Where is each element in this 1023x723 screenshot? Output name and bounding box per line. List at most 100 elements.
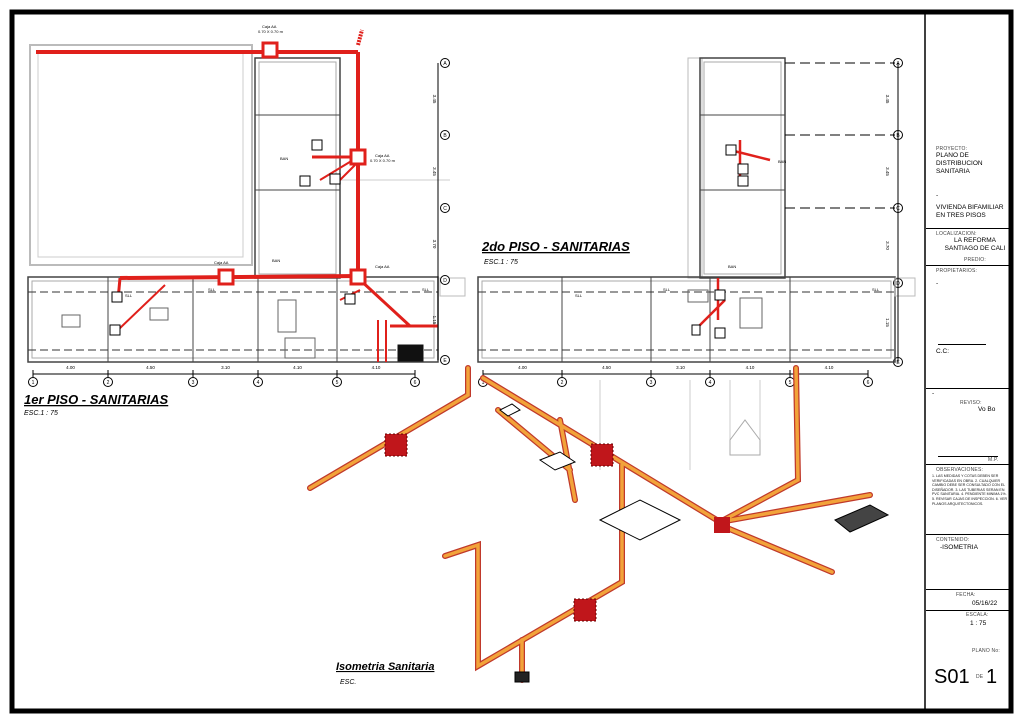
grid-bubble bbox=[103, 377, 113, 387]
inspection-box bbox=[261, 41, 279, 59]
observations-text: 1. LAS MEDIDAS Y COTAS DEBEN SER VERIFIC… bbox=[932, 474, 1008, 506]
grid-column-label: 4 bbox=[257, 380, 260, 386]
grid-bubble bbox=[188, 377, 198, 387]
grid-bubble bbox=[440, 203, 450, 213]
isometric-boxes bbox=[384, 433, 730, 622]
grid-dimension: 4.50 bbox=[146, 365, 155, 370]
grid-dimension: 3.70 bbox=[432, 240, 437, 249]
mp-label: M.P. bbox=[988, 457, 999, 463]
sll-label: SLL bbox=[872, 287, 880, 292]
date: 05/16/22 bbox=[972, 600, 998, 607]
contents-label: CONTENIDO: bbox=[936, 537, 970, 543]
grid-dimension: 4.10 bbox=[825, 365, 834, 370]
owner-label: PROPIETARIOS: bbox=[936, 268, 978, 274]
box-label: Caja AA bbox=[375, 153, 390, 158]
ban-label: BAN bbox=[280, 156, 288, 161]
second-floor-title: 2do PISO - SANITARIAS bbox=[481, 239, 630, 254]
second-floor-plan bbox=[477, 57, 916, 470]
sheet-of: DE bbox=[976, 674, 984, 680]
inspection-box bbox=[349, 268, 367, 286]
grid-column-label: 2 bbox=[107, 380, 110, 386]
vobo: Vo Bo bbox=[978, 406, 996, 413]
isometric-pipes bbox=[307, 365, 873, 683]
grid-row-label: E bbox=[896, 360, 900, 366]
grid-row-label: C bbox=[443, 206, 447, 212]
grid-bubble bbox=[410, 377, 420, 387]
grid-bubble bbox=[440, 355, 450, 365]
grid-column-label: 3 bbox=[192, 380, 195, 386]
first-floor-fixtures bbox=[109, 139, 356, 336]
isometric-title: Isometria Sanitaria bbox=[336, 661, 434, 673]
grid-bubble bbox=[440, 275, 450, 285]
sheet-number: S01 bbox=[934, 666, 970, 688]
dash: - bbox=[932, 390, 935, 397]
grid-column-label: 1 bbox=[482, 380, 485, 386]
grid-dimension: 3.10 bbox=[221, 365, 230, 370]
inspection-box-iso bbox=[590, 443, 614, 467]
project-name: PLANO DE DISTRIBUCION SANITARIA bbox=[936, 152, 983, 175]
sll-label: SLL bbox=[663, 287, 671, 292]
grid-column-label: 6 bbox=[414, 380, 417, 386]
grid-bubble bbox=[440, 130, 450, 140]
inspection-box-iso bbox=[573, 598, 597, 622]
grid-bubble bbox=[253, 377, 263, 387]
inspection-box bbox=[349, 148, 367, 166]
grid-column-label: 2 bbox=[561, 380, 564, 386]
revised-label: REVISO: bbox=[960, 400, 982, 406]
project-label: PROYECTO: bbox=[936, 146, 968, 152]
sheet-label: PLANO No: bbox=[972, 648, 1000, 654]
date-label: FECHA: bbox=[956, 592, 976, 598]
grid-dimension: 3.45 bbox=[885, 167, 890, 176]
grid-row-label: E bbox=[443, 358, 447, 364]
sll-label: SLL bbox=[422, 287, 430, 292]
box-size: 0.70 X 0.70 m bbox=[258, 29, 284, 34]
grid-dimension: 4.10 bbox=[293, 365, 302, 370]
location: LA REFORMA SANTIAGO DE CALI bbox=[944, 237, 1006, 252]
ban-label: BAN bbox=[778, 159, 786, 164]
grid-bubble bbox=[440, 58, 450, 68]
grid-column-label: 5 bbox=[336, 380, 339, 386]
grid-row-label: D bbox=[443, 278, 447, 284]
grid-dimension: 4.00 bbox=[66, 365, 75, 370]
grid-dimension: 3.10 bbox=[676, 365, 685, 370]
isometric-fixtures bbox=[499, 403, 890, 683]
grid-column-label: 5 bbox=[789, 380, 792, 386]
sheet-total: 1 bbox=[986, 666, 998, 688]
cc-label: C.C: bbox=[936, 348, 949, 355]
ban-label: BAN bbox=[728, 264, 736, 269]
ban-label: BAN bbox=[272, 258, 280, 263]
sll-label: SLL bbox=[125, 293, 133, 298]
grid-dimension: 1.15 bbox=[432, 316, 437, 325]
grid-bubble bbox=[557, 377, 567, 387]
first-floor-title: 1er PISO - SANITARIAS bbox=[24, 392, 169, 407]
scale-value: 1 : 75 bbox=[970, 620, 987, 627]
box-size: 0.70 X 0.70 m bbox=[370, 158, 396, 163]
grid-bubble bbox=[332, 377, 342, 387]
grid-column-label: 4 bbox=[709, 380, 712, 386]
sheet-frame bbox=[9, 9, 1014, 714]
grid-dimension: 1.15 bbox=[885, 318, 890, 327]
owner: - bbox=[936, 280, 939, 287]
grid-dimension: 3.45 bbox=[432, 167, 437, 176]
second-floor-fixtures bbox=[691, 144, 749, 339]
location-label: LOCALIZACION: bbox=[936, 231, 977, 237]
grid-column-label: 3 bbox=[650, 380, 653, 386]
inspection-box-iso bbox=[714, 517, 730, 533]
inspection-box bbox=[217, 268, 235, 286]
grid-bubble bbox=[705, 377, 715, 387]
observations-label: OBSERVACIONES: bbox=[936, 467, 984, 473]
first-floor-grid bbox=[33, 63, 439, 375]
grid-dimension: 3.45 bbox=[432, 95, 437, 104]
grid-bubble bbox=[28, 377, 38, 387]
title-block: PROYECTO: PLANO DE DISTRIBUCION SANITARI… bbox=[926, 14, 1010, 710]
grid-bubble bbox=[646, 377, 656, 387]
box-label: Caja AA bbox=[262, 24, 277, 29]
box-label: Caja AA bbox=[375, 264, 390, 269]
contents: -ISOMETRIA bbox=[940, 544, 978, 551]
scale-label: ESCALA: bbox=[966, 612, 989, 618]
grid-row-label: B bbox=[443, 133, 447, 139]
grid-dimension: 4.10 bbox=[372, 365, 381, 370]
dash: - bbox=[936, 192, 939, 199]
grid-column-label: 1 bbox=[32, 380, 35, 386]
